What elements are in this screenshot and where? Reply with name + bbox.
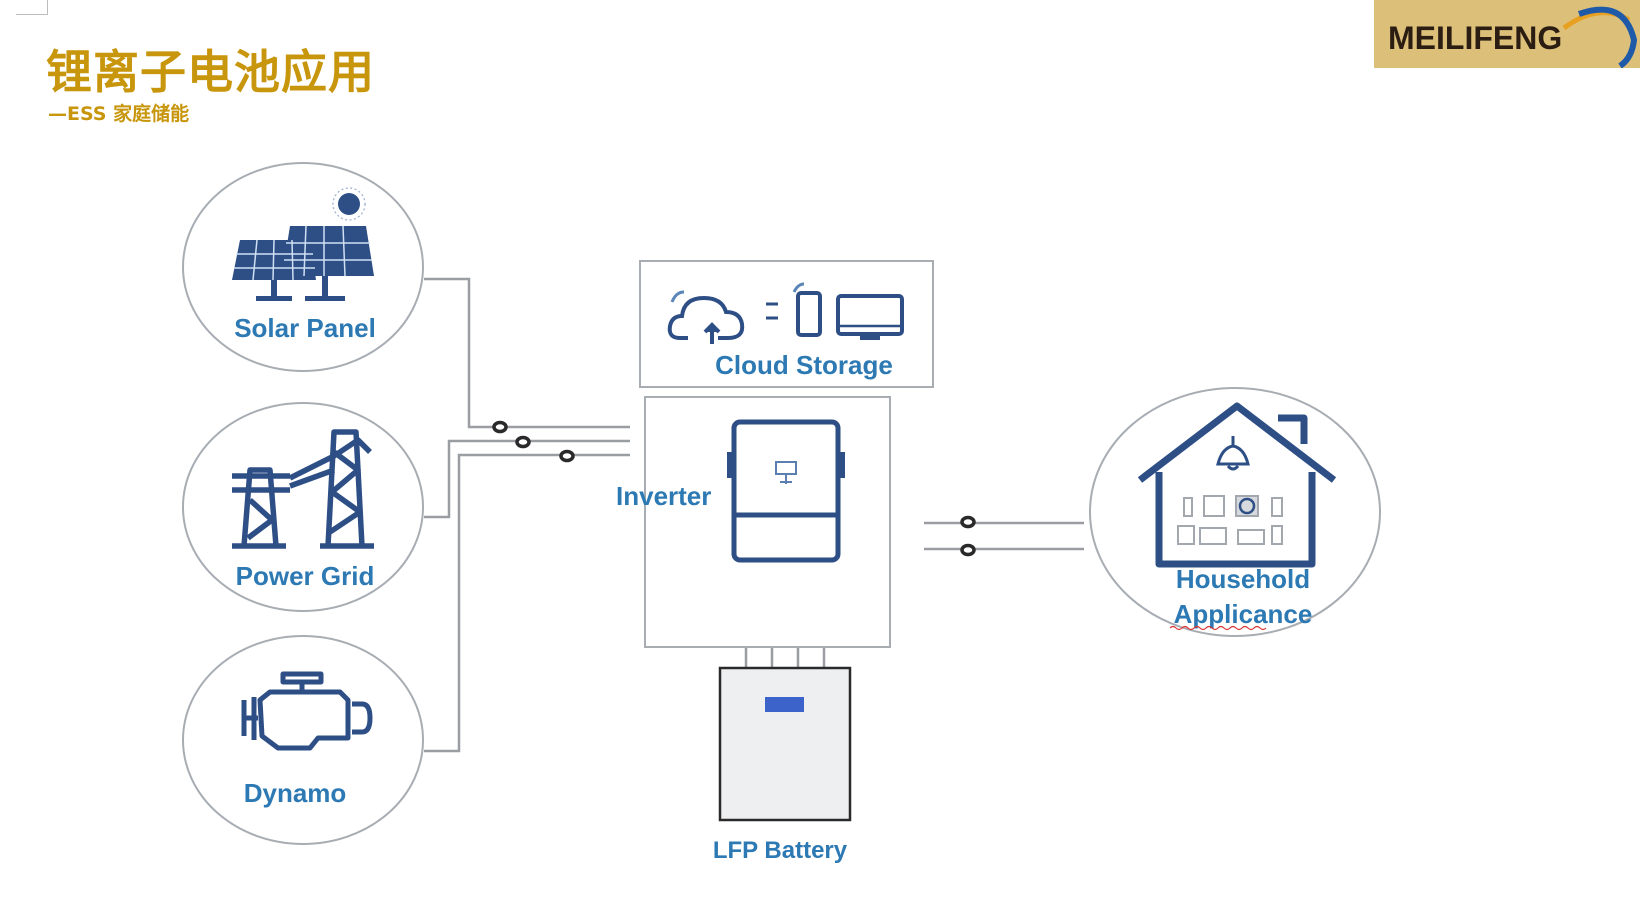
battery-indicator [765, 697, 804, 712]
inverter-box: Inverter [616, 396, 891, 648]
power-grid-circle [182, 402, 424, 612]
engine-icon [241, 671, 373, 751]
appliances-icon [1177, 495, 1283, 545]
sync-arrows-icon [766, 302, 778, 320]
switch-node [559, 449, 575, 463]
switch-node [960, 515, 976, 529]
switch-node [492, 420, 508, 434]
source-solar-panel: Solar Panel [182, 162, 424, 372]
power-tower-icon [232, 429, 374, 549]
solar-panel-label: Solar Panel [234, 313, 376, 343]
household-label-line2: Applicance [1174, 599, 1313, 629]
phone-icon [792, 282, 822, 337]
source-power-grid: Power Grid [182, 402, 424, 612]
logo-text: MEILIFENG [1388, 20, 1563, 56]
brand-logo: MEILIFENG [1374, 0, 1640, 68]
house-icon [1137, 402, 1337, 568]
power-grid-label: Power Grid [236, 561, 375, 591]
cloud-storage-box: Cloud Storage [639, 260, 934, 388]
page-title: 锂离子电池应用 [46, 45, 375, 99]
slide-corner-mark [16, 0, 48, 15]
household-appliance: Household Applicance [1089, 387, 1381, 637]
dynamo-label: Dynamo [244, 778, 347, 808]
inverter-label: Inverter [616, 481, 711, 511]
source-dynamo: Dynamo [182, 635, 424, 845]
lfp-battery: LFP Battery [713, 666, 852, 864]
cloud-storage-label: Cloud Storage [715, 350, 893, 380]
dynamo-circle [182, 635, 424, 845]
logo-arc-icon [1562, 6, 1638, 68]
inverter-icon [727, 419, 845, 563]
monitor-icon [836, 294, 904, 340]
switch-node [515, 435, 531, 449]
spellcheck-underline [1169, 625, 1267, 631]
solar-panel-icon [232, 187, 374, 301]
lamp-icon [1216, 436, 1250, 471]
household-label-line1: Household [1176, 564, 1310, 594]
switch-node [960, 543, 976, 557]
cloud-upload-icon [667, 290, 745, 344]
page-subtitle: —ESS 家庭储能 [48, 103, 190, 125]
lfp-battery-label: LFP Battery [713, 837, 848, 864]
battery-icon [718, 666, 852, 822]
